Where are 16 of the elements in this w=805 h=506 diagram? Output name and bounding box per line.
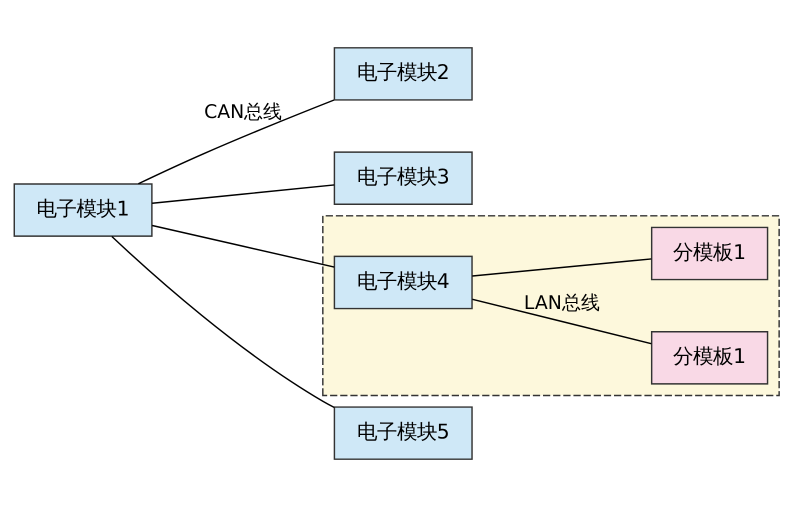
node-box: 电子模块3: [334, 150, 473, 204]
connector: [138, 98, 334, 184]
node-box: 电子模块2: [334, 46, 473, 100]
connector: [472, 298, 652, 344]
node-box: 分模板1: [650, 226, 768, 280]
cluster: [322, 214, 780, 396]
node-box: 电子模块1: [14, 182, 153, 236]
edge-label: LAN总线: [524, 292, 600, 314]
connector: [152, 224, 334, 268]
connector: [472, 258, 652, 276]
connector: [152, 184, 334, 204]
node-box: 分模板1: [650, 330, 768, 384]
node-box: 电子模块4: [334, 255, 473, 309]
edge-label: CAN总线: [204, 101, 282, 122]
node-box: 电子模块5: [334, 406, 473, 460]
connector: [111, 235, 335, 408]
